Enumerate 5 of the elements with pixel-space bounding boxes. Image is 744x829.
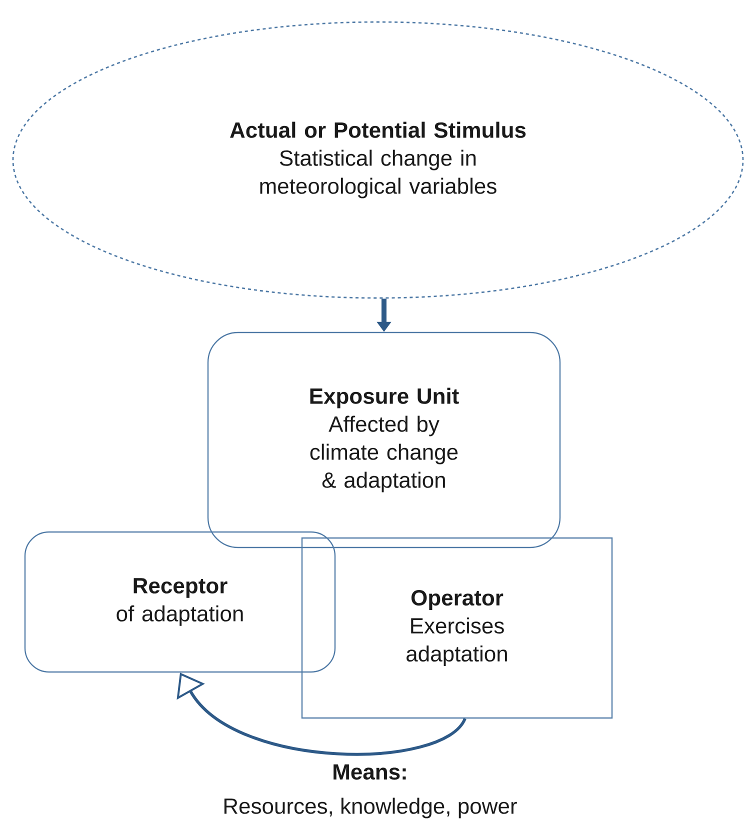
note-text: Resources, knowledge, power — [224, 798, 517, 818]
process-box: Receptor of adaptation — [24, 531, 336, 673]
process-box: Operator Exercises adaptation — [301, 537, 613, 719]
edge-label: Means: — [331, 763, 409, 781]
process-box: Exposure Unit Affected by climate change & adaptation — [207, 332, 561, 548]
